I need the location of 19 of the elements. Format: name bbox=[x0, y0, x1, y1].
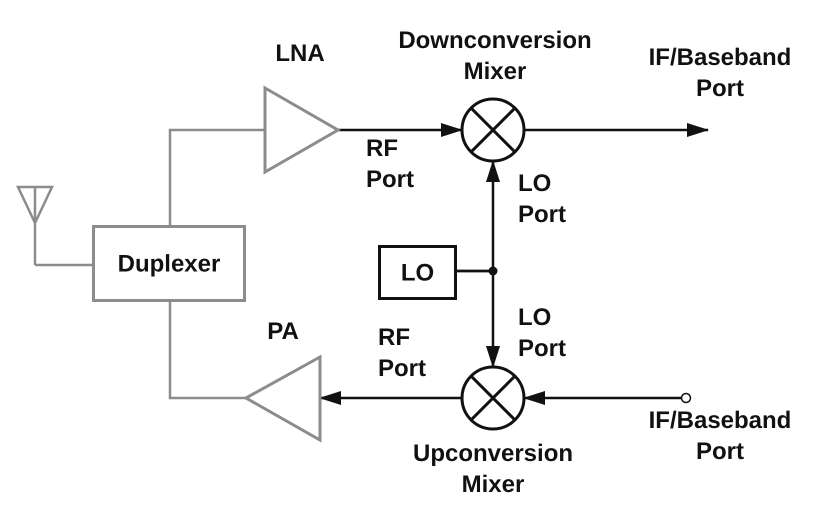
block-label: LNA bbox=[274, 39, 326, 69]
port-label: RF Port bbox=[366, 134, 415, 196]
connector-arrow bbox=[524, 123, 709, 137]
block-box bbox=[378, 245, 457, 300]
port-label: LO Port bbox=[518, 303, 567, 364]
port-label: RF Port bbox=[378, 323, 427, 384]
port-label: IF/Baseband Port bbox=[648, 406, 792, 468]
port-label: IF/Baseband Port bbox=[648, 43, 792, 104]
block-box bbox=[92, 225, 246, 302]
connector-arrow bbox=[457, 270, 500, 368]
connector-arrow bbox=[523, 391, 681, 405]
block-label: Duplexer bbox=[116, 248, 222, 279]
port-label: LO Port bbox=[518, 169, 567, 230]
block-label: PA bbox=[266, 317, 300, 347]
block-label: Downconversion Mixer bbox=[397, 26, 593, 88]
block-label: Upconversion Mixer bbox=[412, 439, 574, 500]
block-label: LO bbox=[400, 258, 436, 288]
connector-arrow bbox=[319, 391, 462, 405]
connector-arrow bbox=[338, 123, 463, 137]
